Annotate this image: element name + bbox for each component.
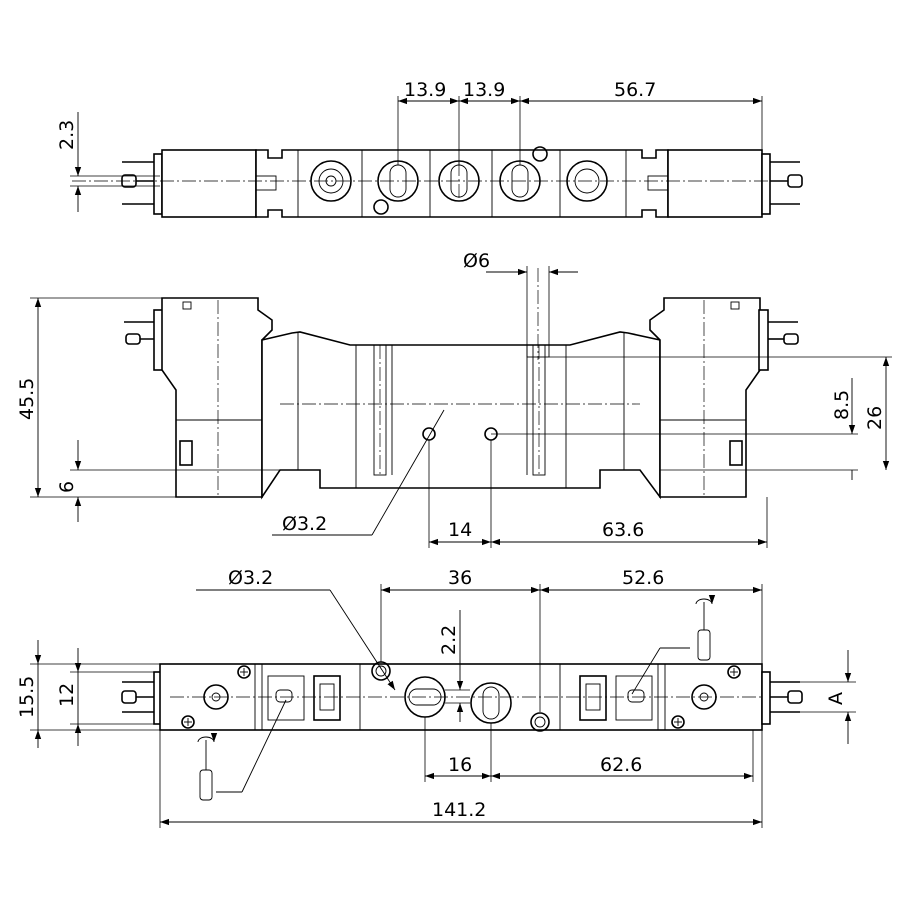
top-view: 13.9 13.9 56.7 2.3 [56, 79, 803, 218]
dim-8-5: 8.5 [831, 390, 853, 420]
bottom-right-connector-pins [761, 671, 803, 725]
screwdriver-icon-right [631, 594, 716, 695]
top-mount-hole-left [373, 199, 389, 215]
front-dimensions: Ø6 45.5 6 8.5 26 Ø3.2 [16, 250, 892, 548]
dim-14: 14 [448, 519, 472, 541]
dim-52-6: 52.6 [622, 567, 664, 589]
dim-13-9-right: 13.9 [463, 79, 505, 101]
dim-36: 36 [448, 567, 472, 589]
dim-56-7: 56.7 [614, 79, 656, 101]
manual-override-right [579, 675, 653, 721]
top-right-connector-pins [761, 153, 803, 215]
dim-A: A [825, 692, 847, 705]
dim-63-6: 63.6 [602, 519, 644, 541]
front-valve-body [261, 268, 661, 500]
dim-26: 26 [864, 406, 886, 430]
bottom-valve-body [159, 661, 790, 732]
front-left-coil [161, 297, 273, 498]
dim-6: 6 [56, 481, 78, 493]
top-dimensions: 13.9 13.9 56.7 2.3 [56, 79, 763, 212]
front-right-connector-pins [758, 309, 799, 371]
dim-phi3-2-front: Ø3.2 [282, 513, 327, 535]
dim-62-6: 62.6 [600, 754, 642, 776]
front-view: Ø6 45.5 6 8.5 26 Ø3.2 [16, 250, 892, 548]
screw-4 [727, 665, 741, 679]
bottom-view: Ø3.2 36 52.6 2.2 15.5 [16, 567, 856, 828]
dim-2-3: 2.3 [56, 120, 78, 150]
dim-15-5: 15.5 [16, 676, 38, 718]
dim-phi6: Ø6 [463, 250, 490, 272]
top-left-coil [161, 149, 257, 218]
dim-16: 16 [448, 754, 472, 776]
bottom-left-connector-pins [121, 671, 163, 725]
bottom-mount-hole-right [530, 712, 550, 732]
dim-141-2: 141.2 [432, 799, 486, 821]
dim-13-9-left: 13.9 [404, 79, 446, 101]
front-right-coil [649, 297, 761, 498]
dim-12: 12 [56, 683, 78, 707]
top-right-coil [667, 149, 763, 218]
screw-2 [237, 665, 251, 679]
dim-45-5: 45.5 [16, 378, 38, 420]
screw-1 [181, 715, 195, 729]
screwdriver-icon-left [197, 699, 287, 801]
manual-override-left [267, 675, 341, 721]
dim-phi3-2-bottom: Ø3.2 [228, 567, 273, 589]
dim-2-2: 2.2 [438, 625, 460, 655]
front-left-connector-pins [124, 309, 164, 371]
top-mount-hole-right [532, 146, 548, 162]
top-valve-body [255, 149, 669, 218]
top-left-connector-pins [121, 153, 163, 215]
bottom-dimensions: Ø3.2 36 52.6 2.2 15.5 [16, 567, 856, 828]
screw-3 [671, 715, 685, 729]
